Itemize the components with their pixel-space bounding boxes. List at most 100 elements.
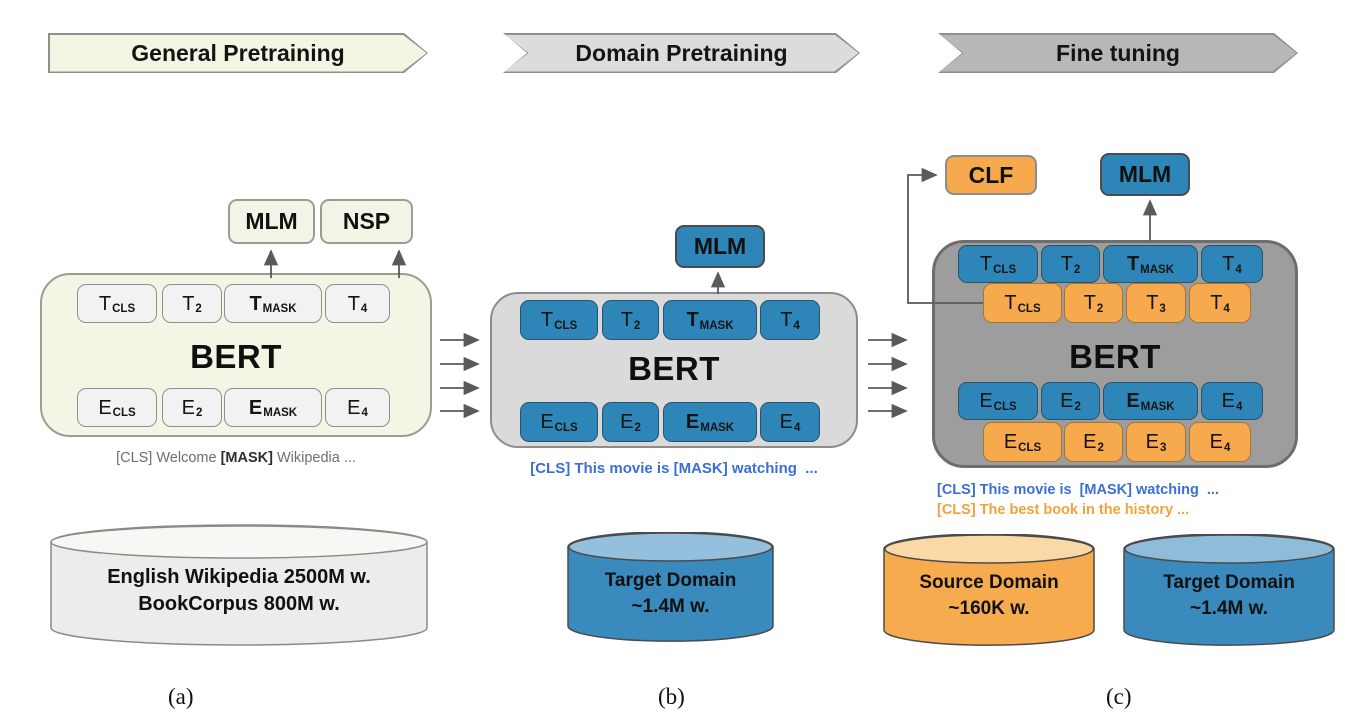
token-sub: 3 [1159, 302, 1166, 315]
token-main: T [347, 292, 360, 315]
cylinder-icon [567, 531, 774, 642]
token-sub: CLS [554, 421, 578, 434]
bert-label-b: BERT [628, 350, 720, 387]
token-sub: MASK [1140, 263, 1175, 276]
token-sub: MASK [700, 421, 735, 434]
token-sub: 4 [793, 319, 800, 332]
banner-label: General Pretraining [50, 35, 427, 72]
token-main: T [1146, 292, 1159, 314]
mlm-head-c: MLM [1100, 153, 1190, 196]
datastore-line2: ~160K w. [948, 598, 1030, 619]
token-sub: CLS [554, 319, 578, 332]
datastore-target-domain-c-cylinder: Target Domain ~1.4M w. [1123, 533, 1335, 646]
token-main: T [1222, 253, 1235, 275]
token-sub: 2 [1074, 400, 1081, 413]
token-main: T [540, 309, 554, 331]
token-main: T [780, 309, 793, 331]
bert-label-c: BERT [1069, 338, 1161, 375]
token-sub: 2 [1073, 263, 1081, 276]
datastore-label: Target Domain ~1.4M w. [567, 568, 774, 620]
clf-head-c: CLF [945, 155, 1037, 195]
token-main: E [685, 411, 700, 433]
banner-label: Fine tuning [940, 35, 1297, 72]
token-sub: 4 [1223, 441, 1231, 454]
transfer-arrows-b-to-c-icon [868, 332, 908, 419]
token-sub: 3 [1159, 441, 1167, 454]
datastore-label: English Wikipedia 2500M w. BookCorpus 80… [50, 564, 428, 618]
mlm-head-b: MLM [675, 225, 765, 268]
token-sub: CLS [993, 263, 1017, 276]
token-sub: CLS [112, 303, 136, 316]
mlm-head-label: MLM [693, 233, 747, 259]
caption-a-pre: [CLS] Welcome [116, 450, 221, 466]
token-main: E [347, 396, 361, 419]
datastore-line2: BookCorpus 800M w. [138, 593, 340, 615]
datastore-line1: Target Domain [604, 570, 737, 591]
bert-label-a: BERT [190, 338, 282, 375]
datastore-label: Target Domain ~1.4M w. [1123, 570, 1335, 622]
transfer-arrows-a-to-b-icon [440, 332, 480, 419]
caption-a-post: Wikipedia ... [272, 450, 356, 466]
token-main: E [98, 396, 112, 419]
token-sub: 2 [195, 407, 203, 420]
token-main: E [1145, 431, 1159, 453]
datastore-source-domain-cylinder: Source Domain ~160K w. [883, 533, 1095, 646]
token-main: T [1004, 292, 1017, 314]
token-main: T [182, 292, 195, 315]
token-sub: 2 [634, 421, 641, 434]
token-main: E [779, 411, 793, 433]
cylinder-icon [1123, 533, 1335, 646]
token-sub: CLS [1018, 441, 1042, 454]
token-sub: MASK [262, 303, 297, 316]
footnote-b: (b) [658, 684, 685, 709]
nsp-head-label: NSP [342, 208, 391, 234]
token-sub: 2 [1096, 302, 1104, 315]
caption-b: [CLS] This movie is [MASK] watching ... [530, 460, 818, 477]
token-sub: 4 [361, 407, 368, 420]
datastore-line2: ~1.4M w. [631, 596, 710, 617]
token-sub: 4 [360, 303, 368, 316]
token-main: E [1003, 431, 1018, 453]
nsp-head-a: NSP [320, 199, 413, 244]
token-sub: MASK [699, 319, 734, 332]
token-main: T [1126, 253, 1140, 275]
token-main: T [686, 309, 699, 331]
datastore-line1: English Wikipedia 2500M w. [107, 566, 371, 588]
datastore-label: Source Domain ~160K w. [883, 570, 1095, 622]
mlm-head-label: MLM [245, 208, 298, 234]
token-main: T [249, 292, 262, 315]
token-main: E [1126, 390, 1140, 412]
token-main: E [1083, 431, 1097, 453]
token-sub: 2 [633, 319, 641, 332]
footnote-a: (a) [168, 684, 194, 709]
datastore-line1: Source Domain [919, 572, 1059, 593]
datastore-line1: Target Domain [1163, 572, 1295, 593]
token-main: E [248, 396, 263, 419]
